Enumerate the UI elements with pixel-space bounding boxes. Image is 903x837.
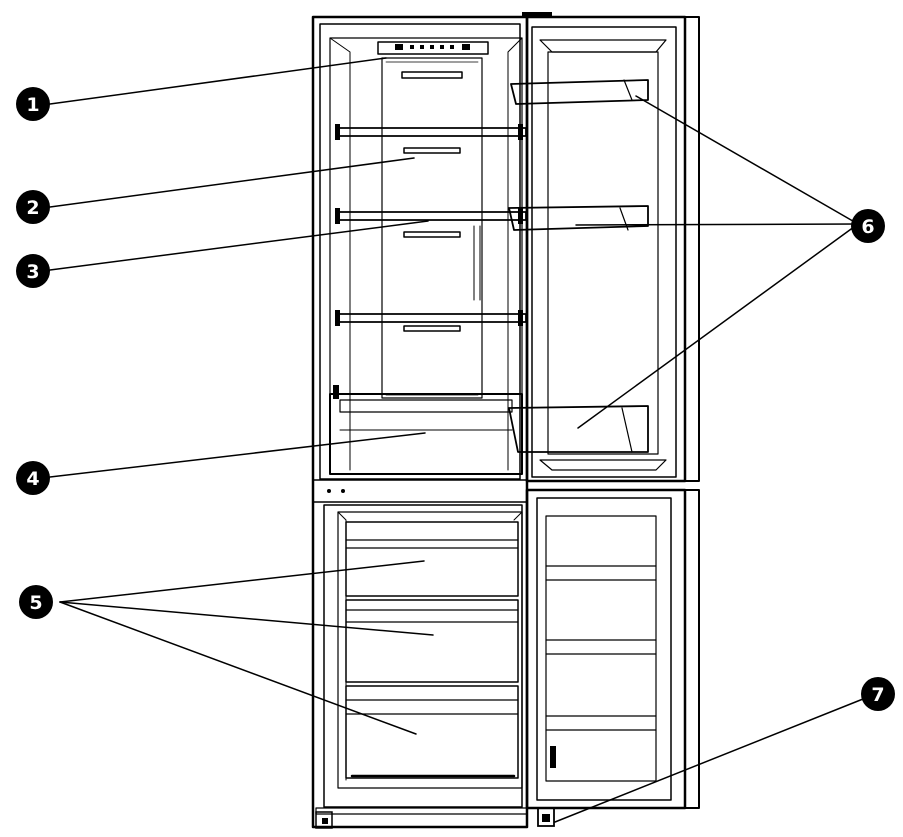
fridge-cabinet [311, 15, 529, 829]
callout-1: 1 [16, 87, 50, 121]
freezer-door [525, 488, 700, 827]
callout-7-label: 7 [871, 684, 884, 706]
callout-2: 2 [16, 190, 50, 224]
callout-6-label: 6 [861, 216, 874, 238]
callout-leaders [49, 57, 869, 823]
callout-5-label: 5 [29, 592, 42, 614]
callout-3: 3 [16, 254, 50, 288]
callout-1-label: 1 [26, 94, 39, 116]
callout-6: 6 [851, 209, 885, 243]
callout-5: 5 [19, 585, 53, 619]
freezer-compartment [315, 504, 528, 829]
crisper-drawer [329, 385, 523, 475]
callout-3-label: 3 [26, 261, 39, 283]
mid-divider [312, 479, 528, 503]
control-panel [377, 41, 489, 79]
callout-7: 7 [861, 677, 895, 711]
callout-4: 4 [16, 461, 50, 495]
fridge-door [508, 12, 700, 483]
callout-4-label: 4 [26, 468, 39, 490]
callout-2-label: 2 [26, 197, 39, 219]
fridge-shelves [335, 124, 527, 332]
